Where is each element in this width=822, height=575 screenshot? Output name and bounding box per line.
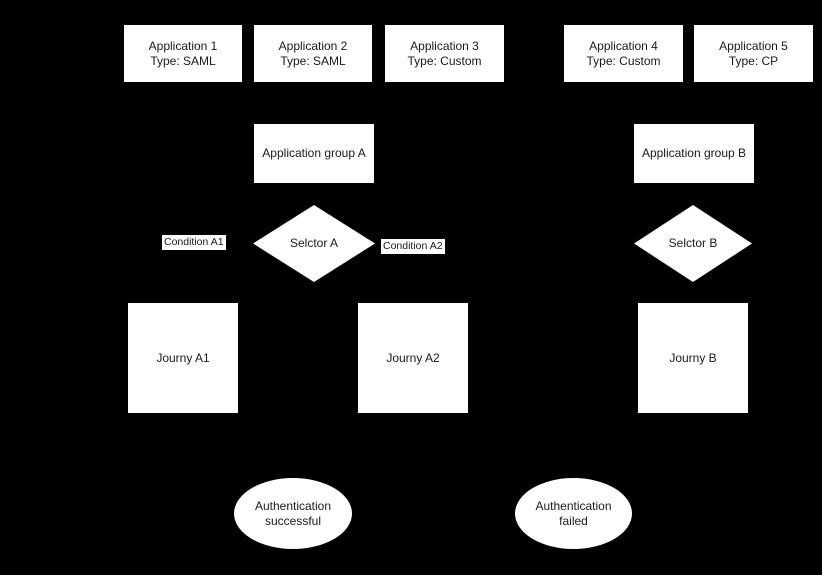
application-node-4[interactable]: Application 4 Type: Custom [564,25,683,82]
condition-label-a2: Condition A2 [381,239,445,254]
condition-label-a1: Condition A1 [162,235,226,250]
selector-node-a[interactable]: Selctor A [253,205,375,282]
application-node-3[interactable]: Application 3 Type: Custom [385,25,504,82]
application-group-node-b[interactable]: Application group B [634,124,754,183]
journey-node-a2[interactable]: Journy A2 [358,303,468,413]
selector-label-a: Selctor A [289,236,339,250]
journey-node-a1[interactable]: Journy A1 [128,303,238,413]
application-group-node-a[interactable]: Application group A [254,124,374,183]
journey-node-b[interactable]: Journy B [638,303,748,413]
diamond-shape-b [634,205,752,282]
outcome-node-authentication-failed[interactable]: Authentication failed [515,478,632,549]
application-node-2[interactable]: Application 2 Type: SAML [254,25,372,82]
selector-label-b: Selctor B [668,236,718,250]
selector-node-b[interactable]: Selctor B [634,205,752,282]
outcome-node-authentication-successful[interactable]: Authentication successful [234,478,352,549]
diamond-shape-a [253,205,375,282]
application-node-5[interactable]: Application 5 Type: CP [694,25,813,82]
application-node-1[interactable]: Application 1 Type: SAML [124,25,242,82]
